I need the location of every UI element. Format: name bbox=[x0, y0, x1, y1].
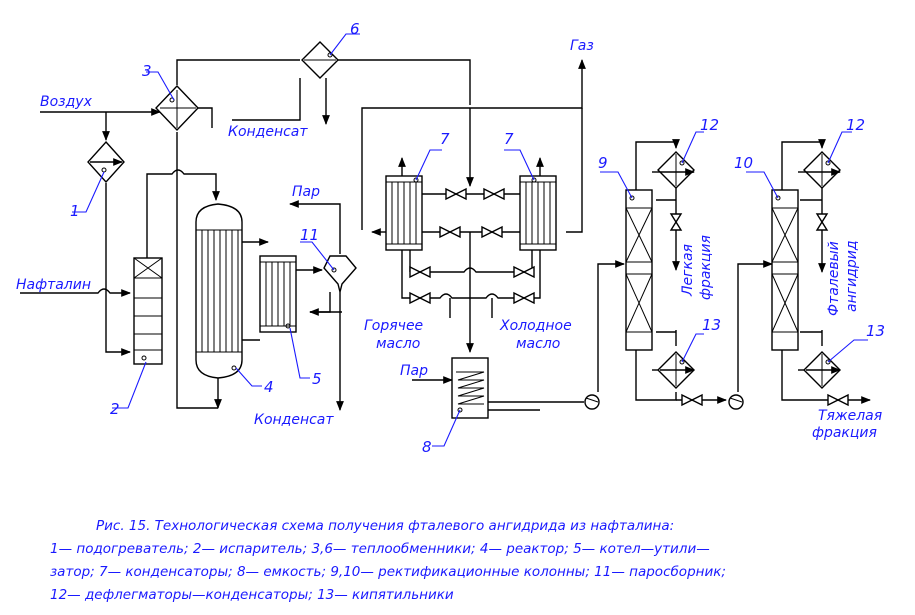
label-product-1: Фталевый bbox=[826, 241, 842, 316]
caption-line-2: 1— подогреватель; 2— испаритель; 3,6— те… bbox=[50, 541, 710, 557]
reactor-4 bbox=[195, 203, 243, 379]
label-gas: Газ bbox=[570, 38, 594, 54]
label-steam-boiler: Пар bbox=[292, 184, 320, 200]
heater-1 bbox=[87, 140, 125, 184]
num-1: 1 bbox=[70, 202, 80, 220]
num-13b: 13 bbox=[866, 322, 885, 340]
label-heavy-1: Тяжелая bbox=[818, 408, 882, 424]
num-2: 2 bbox=[110, 400, 120, 418]
pump-1 bbox=[584, 394, 600, 410]
num-11: 11 bbox=[300, 226, 319, 244]
label-cold-oil-1: Холодное bbox=[499, 318, 572, 334]
label-hot-oil-1: Горячее bbox=[364, 318, 423, 334]
caption-line-3: затор; 7— конденсаторы; 8— емкость; 9,10… bbox=[50, 564, 726, 580]
condenser-7a bbox=[385, 175, 423, 251]
dephlegmator-12a bbox=[657, 151, 695, 189]
pump-2 bbox=[728, 394, 744, 410]
num-13a: 13 bbox=[702, 316, 721, 334]
boiler-5 bbox=[259, 255, 297, 333]
num-9: 9 bbox=[598, 154, 608, 172]
label-hot-oil-2: масло bbox=[376, 336, 420, 352]
num-7a: 7 bbox=[440, 130, 450, 148]
stream-labels: Воздух Нафталин Конденсат Конденсат Пар … bbox=[16, 38, 882, 441]
num-7b: 7 bbox=[504, 130, 514, 148]
exchanger-3 bbox=[155, 84, 199, 132]
num-8: 8 bbox=[422, 438, 432, 456]
label-heavy-2: фракция bbox=[812, 425, 877, 441]
num-4: 4 bbox=[264, 378, 274, 396]
reboiler-13b bbox=[803, 351, 841, 389]
caption-line-4: 12— дефлегматоры—конденсаторы; 13— кипят… bbox=[50, 587, 454, 603]
equipment-numbers: 1 2 3 4 5 6 7 7 8 9 10 11 12 12 13 13 bbox=[70, 20, 885, 456]
column-9 bbox=[625, 189, 653, 351]
pipes-middle bbox=[361, 59, 586, 411]
num-6: 6 bbox=[350, 20, 360, 38]
label-product-2: ангидрид bbox=[844, 240, 860, 312]
figure-caption: Рис. 15. Технологическая схема получения… bbox=[50, 518, 726, 603]
column-10 bbox=[771, 189, 799, 351]
label-condensate-bottom: Конденсат bbox=[254, 412, 334, 428]
evaporator-2 bbox=[133, 257, 163, 365]
exchanger-6 bbox=[301, 41, 339, 79]
num-10: 10 bbox=[734, 154, 753, 172]
tank-8 bbox=[451, 357, 489, 419]
label-air: Воздух bbox=[40, 94, 93, 110]
label-naphthalene: Нафталин bbox=[16, 277, 91, 293]
num-12a: 12 bbox=[700, 116, 719, 134]
steam-drum-11 bbox=[323, 255, 357, 293]
caption-line-1: Рис. 15. Технологическая схема получения… bbox=[96, 518, 674, 534]
label-cold-oil-2: масло bbox=[516, 336, 560, 352]
label-steam-tank: Пар bbox=[400, 363, 428, 379]
label-light-1: Легкая bbox=[680, 244, 696, 297]
reboiler-13a bbox=[657, 351, 695, 389]
dephlegmator-12b bbox=[803, 151, 841, 189]
label-light-2: фракция bbox=[698, 235, 714, 300]
condenser-7b bbox=[519, 175, 557, 251]
num-3: 3 bbox=[142, 62, 152, 80]
label-condensate-top: Конденсат bbox=[228, 124, 308, 140]
num-12b: 12 bbox=[846, 116, 865, 134]
valves bbox=[409, 187, 849, 407]
leader-lines bbox=[72, 33, 868, 447]
num-5: 5 bbox=[312, 370, 322, 388]
pipes-left bbox=[20, 59, 471, 411]
